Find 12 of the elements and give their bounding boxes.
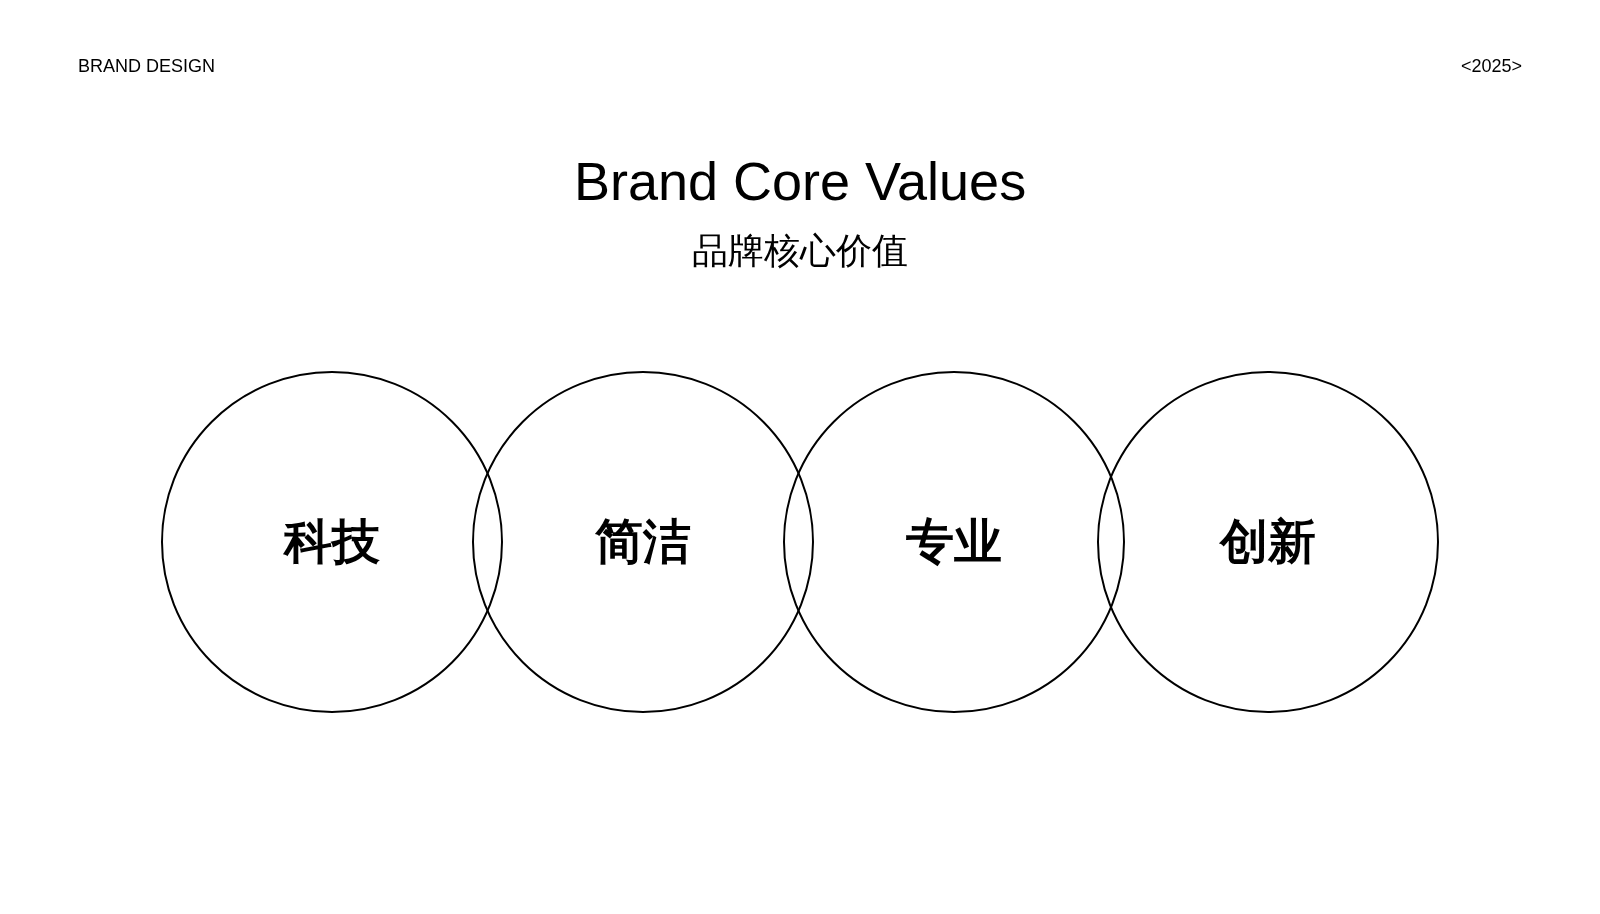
value-circle: [472, 371, 814, 713]
title: Brand Core Values: [572, 150, 1028, 213]
header-label: BRAND DESIGN: [78, 56, 216, 77]
value-label: 简洁: [595, 512, 691, 571]
value-label: 专业: [906, 512, 1002, 571]
value-label: 创新: [1220, 512, 1316, 571]
value-circle: [783, 371, 1125, 713]
value-circle: [1097, 371, 1439, 713]
header-label: <2025>: [1460, 56, 1522, 77]
value-label: 科技: [284, 512, 380, 571]
subtitle: 品牌核心价值: [691, 229, 909, 273]
value-circle: [161, 371, 503, 713]
